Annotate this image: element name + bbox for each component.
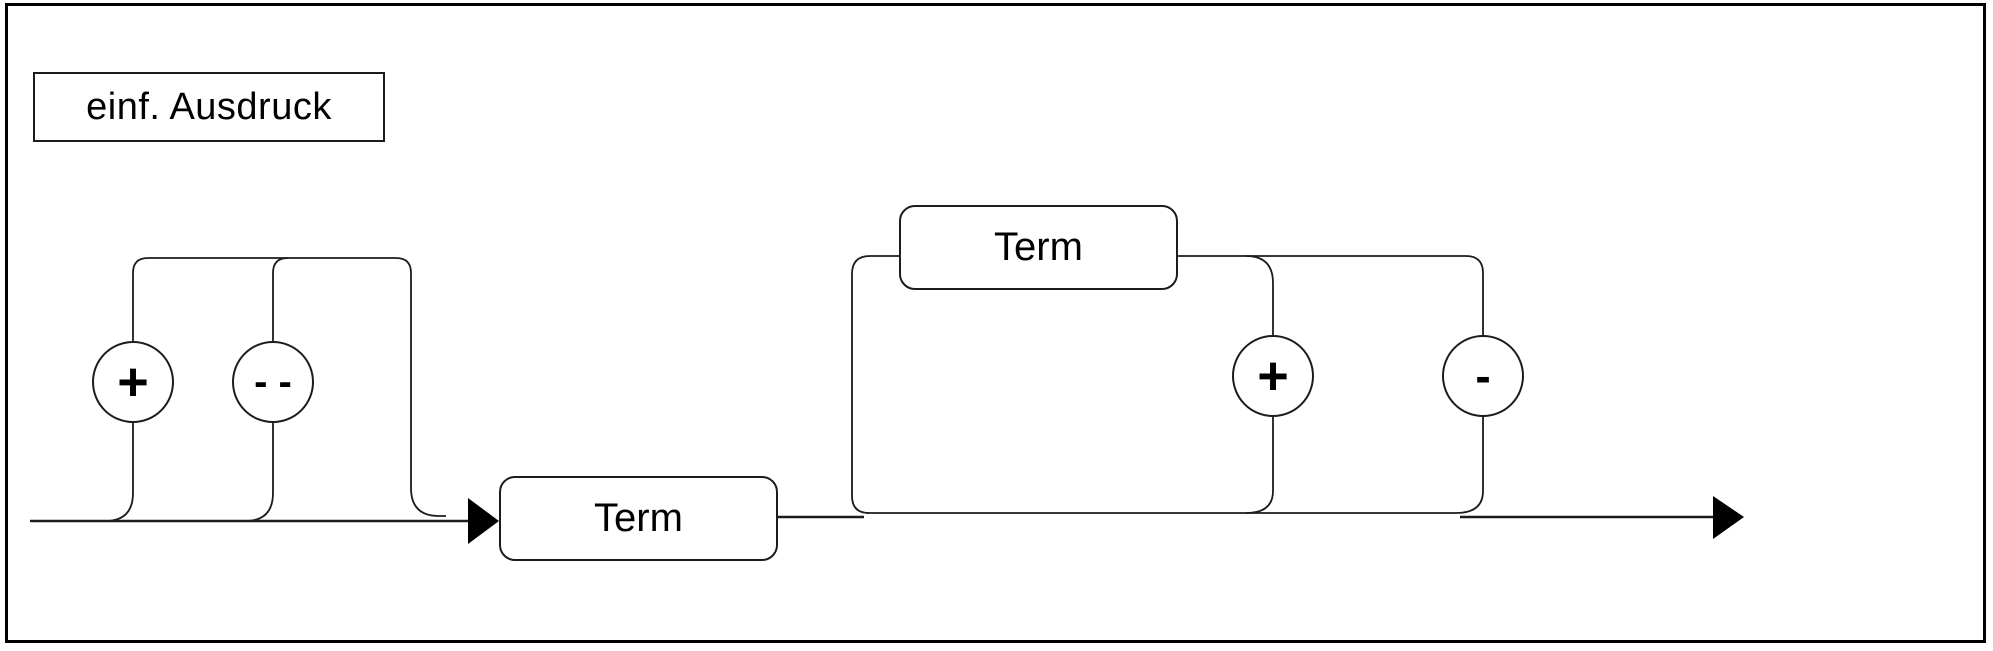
operator-minus-entry: - -: [232, 341, 314, 423]
node-term-loop-label: Term: [994, 225, 1083, 269]
node-term-main-label: Term: [594, 496, 683, 540]
rule-title-box: einf. Ausdruck: [33, 72, 385, 142]
operator-minus-loop: -: [1442, 335, 1524, 417]
operator-plus-loop-label: +: [1257, 346, 1289, 406]
entry-arrowhead-icon: [468, 498, 499, 544]
exit-arrowhead-icon: [1713, 496, 1744, 539]
sign-branch-plus-line: [104, 257, 446, 522]
rule-title: einf. Ausdruck: [86, 85, 332, 128]
operator-plus-loop: +: [1232, 335, 1314, 417]
operator-minus-entry-label: - -: [254, 360, 292, 404]
node-term-main: Term: [499, 476, 778, 561]
operator-minus-loop-label: -: [1475, 350, 1491, 402]
operator-plus-entry: +: [92, 341, 174, 423]
operator-plus-entry-label: +: [117, 352, 149, 412]
diagram-border-frame: [5, 3, 1986, 643]
loop-minus-drop-line: [1178, 255, 1484, 514]
loop-left-riser-line: [851, 255, 899, 514]
node-term-loop: Term: [899, 205, 1178, 290]
